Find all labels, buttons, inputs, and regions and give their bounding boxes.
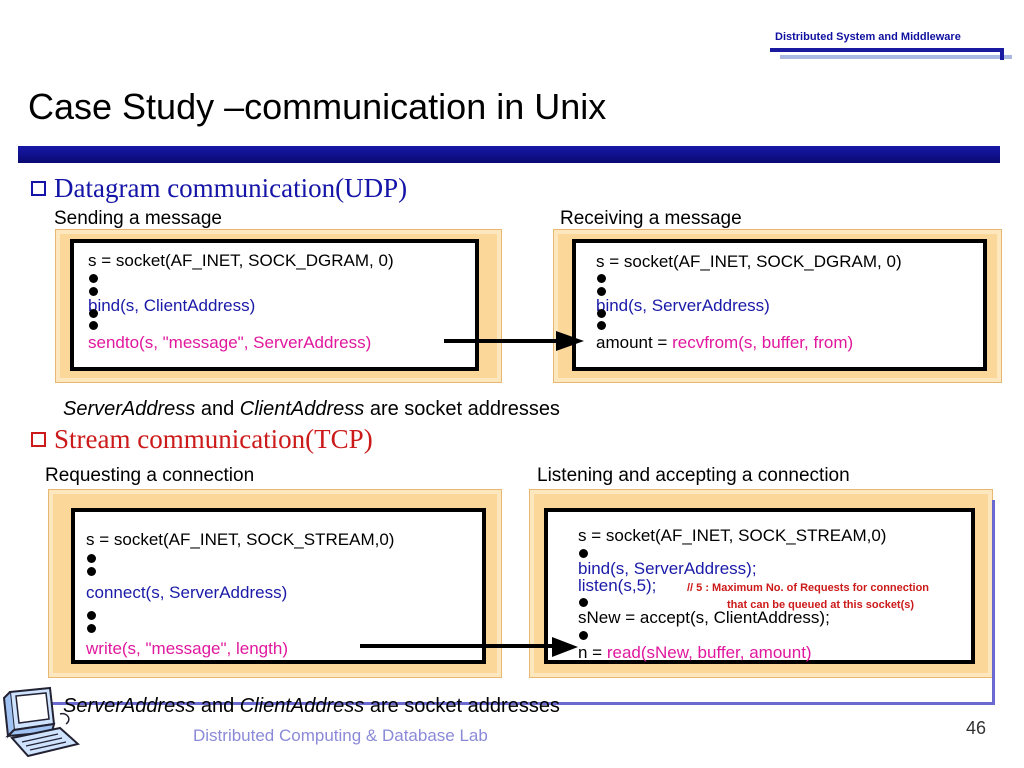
udp-receiver-caption: Receiving a message <box>560 208 742 229</box>
ellipsis-dot <box>597 321 606 330</box>
ellipsis-dot <box>597 287 606 296</box>
slide-title: Case Study –communication in Unix <box>28 86 607 127</box>
ellipsis-dot <box>597 274 606 283</box>
client-address-term: ClientAddress <box>239 398 365 420</box>
tcp-server-caption: Listening and accepting a connection <box>537 465 850 486</box>
udp-arrow-icon <box>444 331 584 351</box>
header-rule <box>770 48 1002 52</box>
frame-rule-vertical <box>992 500 995 702</box>
server-address-term: ServerAddress <box>63 398 196 420</box>
udp-sender-line2: bind(s, ClientAddress) <box>88 296 256 315</box>
tcp-client-line1: s = socket(AF_INET, SOCK_STREAM,0) <box>86 530 395 549</box>
footnote-rest: are socket addresses <box>364 398 560 420</box>
tcp-server-line3: listen(s,5); <box>578 576 657 595</box>
udp-sender-code-box <box>70 239 479 371</box>
tcp-client-caption: Requesting a connection <box>45 465 255 486</box>
header-rule-end <box>1000 48 1004 60</box>
footer-lab-name: Distributed Computing & Database Lab <box>193 726 488 745</box>
udp-receiver-line1: s = socket(AF_INET, SOCK_DGRAM, 0) <box>596 252 902 271</box>
ellipsis-dot <box>87 554 96 563</box>
and-text: and <box>195 398 240 420</box>
ellipsis-dot <box>87 624 96 633</box>
udp-receiver-line3-prefix: amount = <box>596 333 673 352</box>
tcp-client-code-box <box>71 508 486 664</box>
listen-note-line1: // 5 : Maximum No. of Requests for conne… <box>687 582 930 594</box>
ellipsis-dot <box>579 549 588 558</box>
ellipsis-dot <box>579 631 588 640</box>
course-label: Distributed System and Middleware <box>775 31 961 43</box>
tcp-heading: Stream communication(TCP) <box>31 424 373 455</box>
tcp-server-code-box <box>544 508 975 664</box>
frame-rule-horizontal <box>10 702 995 705</box>
ellipsis-dot <box>89 321 98 330</box>
header-rule-shadow <box>780 55 1012 59</box>
udp-sender-caption: Sending a message <box>54 208 222 229</box>
udp-receiver-line3: amount = recvfrom(s, buffer, from) <box>596 333 853 353</box>
tcp-client-line2: connect(s, ServerAddress) <box>86 583 288 602</box>
udp-heading: Datagram communication(UDP) <box>31 173 407 204</box>
ellipsis-dot <box>87 611 96 620</box>
ellipsis-dot <box>89 274 98 283</box>
udp-footnote: ServerAddress and ClientAddress are sock… <box>63 398 560 421</box>
title-bar <box>18 146 1000 163</box>
tcp-server-line5: n = read(sNew, buffer, amount) <box>578 643 812 663</box>
ellipsis-dot <box>579 598 588 607</box>
ellipsis-dot <box>89 309 98 318</box>
udp-receiver-code-box <box>572 239 987 371</box>
tcp-server-line4: sNew = accept(s, ClientAddress); <box>578 608 830 627</box>
ellipsis-dot <box>89 287 98 296</box>
udp-sender-line1: s = socket(AF_INET, SOCK_DGRAM, 0) <box>88 251 394 270</box>
udp-receiver-line3-call: recvfrom(s, buffer, from) <box>672 333 854 352</box>
listen-note-line2: that can be queued at this socket(s) <box>727 599 915 611</box>
tcp-server-line2: bind(s, ServerAddress); <box>578 559 757 578</box>
tcp-footnote: ServerAddress and ClientAddress are sock… <box>63 695 560 718</box>
udp-receiver-line2: bind(s, ServerAddress) <box>596 296 770 315</box>
bullet-box-icon <box>31 181 46 196</box>
tcp-client-line3: write(s, "message", length) <box>86 639 288 658</box>
ellipsis-dot <box>597 309 606 318</box>
server-address-term: ServerAddress <box>63 695 196 717</box>
tcp-server-line5-prefix: n = <box>578 643 607 662</box>
tcp-heading-text: Stream communication(TCP) <box>54 424 373 454</box>
client-address-term: ClientAddress <box>239 695 365 717</box>
footnote-rest: are socket addresses <box>364 695 560 717</box>
computer-clipart-icon <box>2 686 80 758</box>
bullet-box-icon <box>31 432 46 447</box>
udp-heading-text: Datagram communication(UDP) <box>54 173 408 203</box>
tcp-arrow-icon <box>360 637 578 657</box>
page-number: 46 <box>966 718 987 738</box>
tcp-server-line5-call: read(sNew, buffer, amount) <box>606 643 812 662</box>
and-text: and <box>195 695 240 717</box>
tcp-server-line1: s = socket(AF_INET, SOCK_STREAM,0) <box>578 526 887 545</box>
udp-sender-line3: sendto(s, "message", ServerAddress) <box>88 333 372 352</box>
ellipsis-dot <box>87 567 96 576</box>
